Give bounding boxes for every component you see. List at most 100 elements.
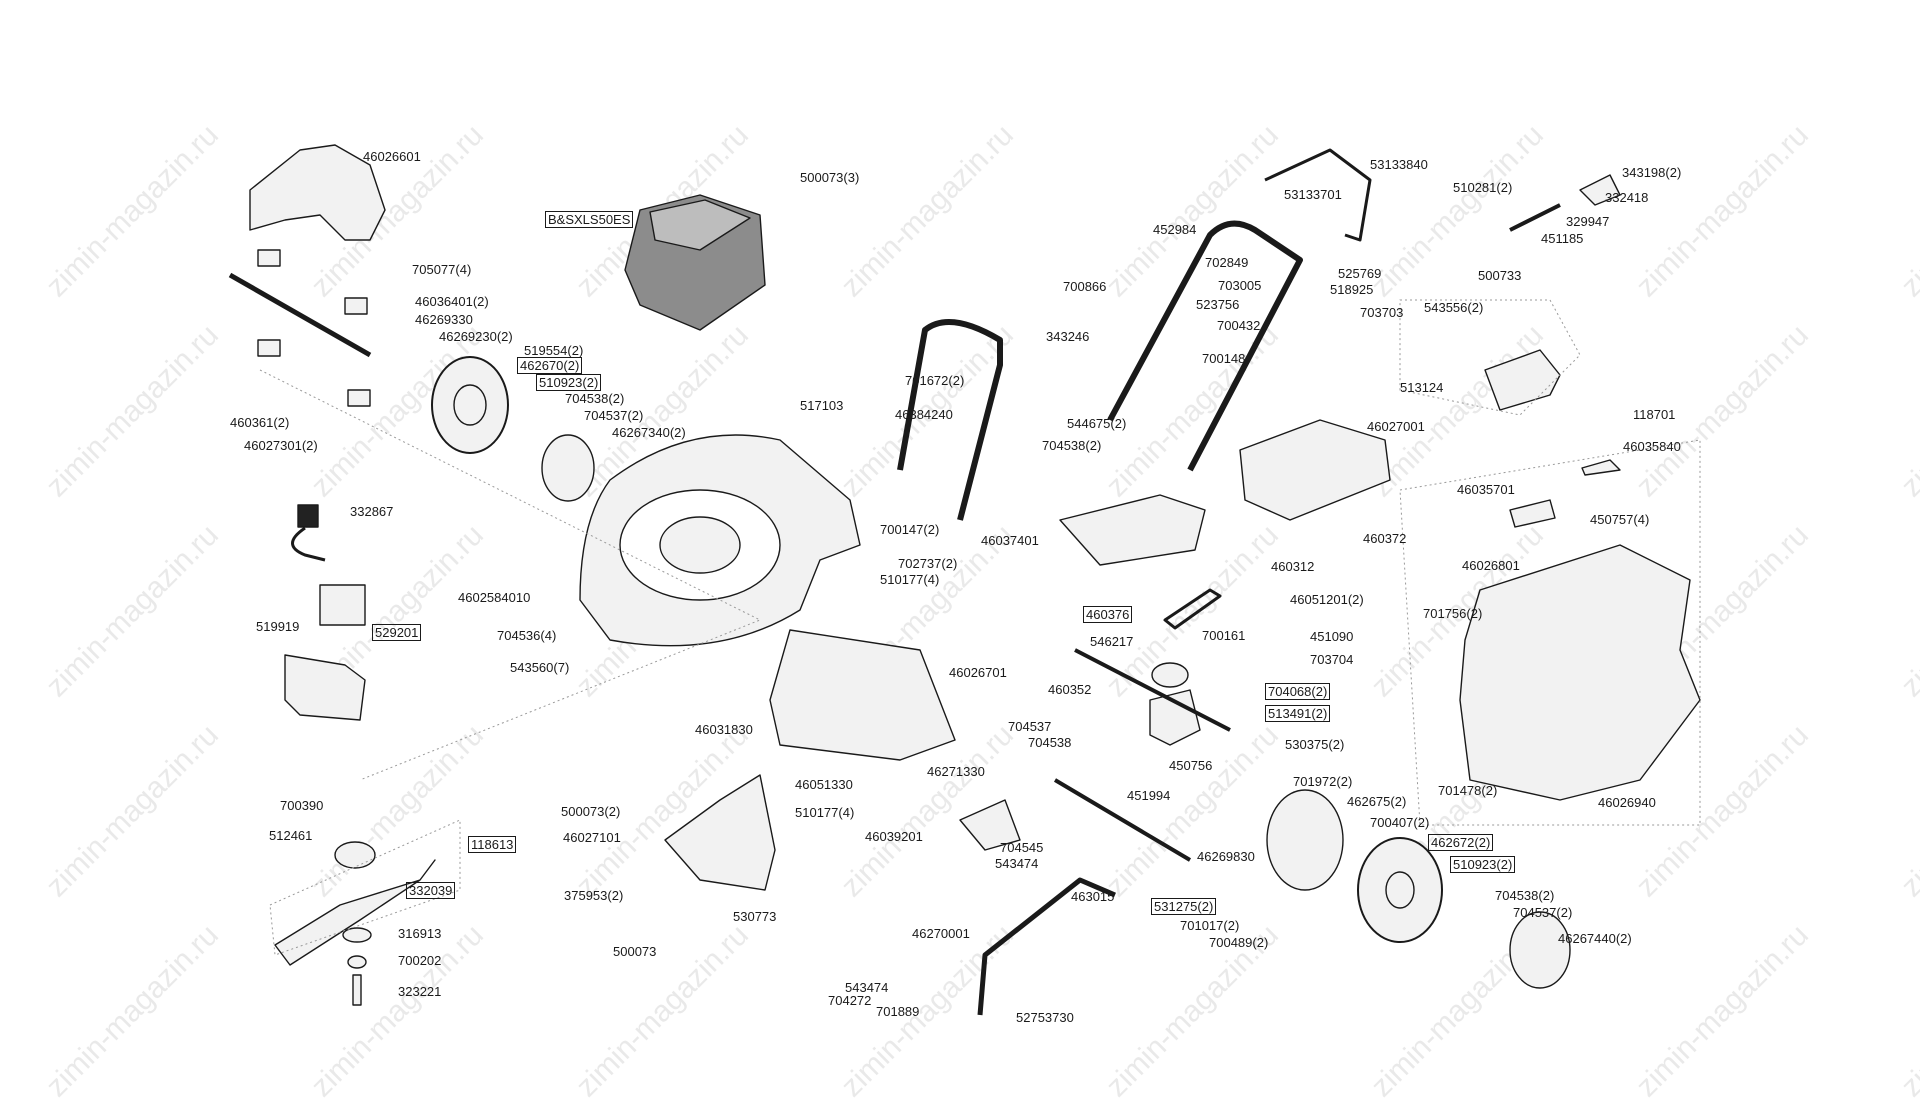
part-label-46026701[interactable]: 46026701	[949, 665, 1007, 680]
part-label-700202[interactable]: 700202	[398, 953, 442, 968]
part-label-engine[interactable]: B&SXLS50ES	[545, 211, 634, 228]
part-label-703704[interactable]: 703704	[1310, 652, 1354, 667]
part-label-701756[interactable]: 701756(2)	[1423, 606, 1483, 621]
part-label-450756[interactable]: 450756	[1169, 758, 1213, 773]
part-label-343246[interactable]: 343246	[1046, 329, 1090, 344]
part-label-701017[interactable]: 701017(2)	[1180, 918, 1240, 933]
part-label-704537c[interactable]: 704537(2)	[1513, 905, 1573, 920]
part-label-329947[interactable]: 329947	[1566, 214, 1610, 229]
part-label-323221[interactable]: 323221	[398, 984, 442, 999]
part-label-701889[interactable]: 701889	[876, 1004, 920, 1019]
part-label-46026601[interactable]: 46026601	[363, 149, 421, 164]
part-label-513124[interactable]: 513124	[1400, 380, 1444, 395]
part-label-700148[interactable]: 700148	[1202, 351, 1246, 366]
part-label-513491[interactable]: 513491(2)	[1265, 705, 1331, 722]
part-label-704068[interactable]: 704068(2)	[1265, 683, 1331, 700]
part-label-4602584010[interactable]: 4602584010	[458, 590, 531, 605]
part-label-46267340[interactable]: 46267340(2)	[612, 425, 686, 440]
part-label-46384240[interactable]: 46384240	[895, 407, 953, 422]
part-label-53133840[interactable]: 53133840	[1370, 157, 1428, 172]
part-label-546217[interactable]: 546217	[1090, 634, 1134, 649]
part-label-530375[interactable]: 530375(2)	[1285, 737, 1345, 752]
part-label-700390[interactable]: 700390	[280, 798, 324, 813]
part-label-518925[interactable]: 518925	[1330, 282, 1374, 297]
part-label-46037401[interactable]: 46037401	[981, 533, 1039, 548]
part-label-701478[interactable]: 701478(2)	[1438, 783, 1498, 798]
part-label-525769[interactable]: 525769	[1338, 266, 1382, 281]
part-label-46027301[interactable]: 46027301(2)	[244, 438, 318, 453]
part-label-702737[interactable]: 702737(2)	[898, 556, 958, 571]
part-label-704537b[interactable]: 704537	[1008, 719, 1052, 734]
part-label-451994[interactable]: 451994	[1127, 788, 1171, 803]
part-label-703703[interactable]: 703703	[1360, 305, 1404, 320]
part-label-52753730[interactable]: 52753730	[1016, 1010, 1074, 1025]
part-label-510177b[interactable]: 510177(4)	[795, 805, 855, 820]
part-label-118613[interactable]: 118613	[468, 836, 517, 853]
part-label-46269330[interactable]: 46269330	[415, 312, 473, 327]
part-label-519919[interactable]: 519919	[256, 619, 300, 634]
part-label-701672[interactable]: 701672(2)	[905, 373, 965, 388]
part-label-46026940[interactable]: 46026940	[1598, 795, 1656, 810]
part-label-46270001[interactable]: 46270001	[912, 926, 970, 941]
part-label-46026801[interactable]: 46026801	[1462, 558, 1520, 573]
part-label-463015[interactable]: 463015	[1071, 889, 1115, 904]
part-label-46051330[interactable]: 46051330	[795, 777, 853, 792]
part-label-700161[interactable]: 700161	[1202, 628, 1246, 643]
part-label-462670[interactable]: 462670(2)	[517, 357, 583, 374]
part-label-705077[interactable]: 705077(4)	[412, 262, 472, 277]
part-label-700147[interactable]: 700147(2)	[880, 522, 940, 537]
part-label-460372[interactable]: 460372	[1363, 531, 1407, 546]
part-label-704538a[interactable]: 704538(2)	[565, 391, 625, 406]
part-label-500073b[interactable]: 500073	[613, 944, 657, 959]
part-label-531275[interactable]: 531275(2)	[1151, 898, 1217, 915]
part-label-460376[interactable]: 460376	[1083, 606, 1133, 623]
part-label-46267440[interactable]: 46267440(2)	[1558, 931, 1632, 946]
part-label-451090[interactable]: 451090	[1310, 629, 1354, 644]
part-label-523756[interactable]: 523756	[1196, 297, 1240, 312]
part-label-700489[interactable]: 700489(2)	[1209, 935, 1269, 950]
part-label-700407[interactable]: 700407(2)	[1370, 815, 1430, 830]
part-label-700866[interactable]: 700866	[1063, 279, 1107, 294]
part-label-46035840[interactable]: 46035840	[1623, 439, 1681, 454]
part-label-543474b[interactable]: 543474	[845, 980, 889, 995]
part-label-46269230[interactable]: 46269230(2)	[439, 329, 513, 344]
part-label-53133701[interactable]: 53133701	[1284, 187, 1342, 202]
part-label-46036401[interactable]: 46036401(2)	[415, 294, 489, 309]
part-label-462675[interactable]: 462675(2)	[1347, 794, 1407, 809]
part-label-543474a[interactable]: 543474	[995, 856, 1039, 871]
part-label-517103[interactable]: 517103	[800, 398, 844, 413]
part-label-704545[interactable]: 704545	[1000, 840, 1044, 855]
part-label-450757[interactable]: 450757(4)	[1590, 512, 1650, 527]
part-label-46271330[interactable]: 46271330	[927, 764, 985, 779]
part-label-46035701[interactable]: 46035701	[1457, 482, 1515, 497]
part-label-704538c[interactable]: 704538	[1028, 735, 1072, 750]
part-label-332039[interactable]: 332039	[406, 882, 456, 899]
part-label-510923a[interactable]: 510923(2)	[536, 374, 602, 391]
part-label-702849[interactable]: 702849	[1205, 255, 1249, 270]
part-label-46269830[interactable]: 46269830	[1197, 849, 1255, 864]
part-label-510281[interactable]: 510281(2)	[1453, 180, 1513, 195]
part-label-375953[interactable]: 375953(2)	[564, 888, 624, 903]
part-label-46051201[interactable]: 46051201(2)	[1290, 592, 1364, 607]
part-label-460352[interactable]: 460352	[1048, 682, 1092, 697]
part-label-529201[interactable]: 529201	[372, 624, 422, 641]
part-label-460361[interactable]: 460361(2)	[230, 415, 290, 430]
part-label-332867[interactable]: 332867	[350, 504, 394, 519]
part-label-500073c[interactable]: 500073(3)	[800, 170, 860, 185]
part-label-332418[interactable]: 332418	[1605, 190, 1649, 205]
part-label-701972[interactable]: 701972(2)	[1293, 774, 1353, 789]
part-label-704272[interactable]: 704272	[828, 993, 872, 1008]
part-label-704536[interactable]: 704536(4)	[497, 628, 557, 643]
part-label-460312[interactable]: 460312	[1271, 559, 1315, 574]
part-label-512461[interactable]: 512461	[269, 828, 313, 843]
part-label-519554[interactable]: 519554(2)	[524, 343, 584, 358]
part-label-543556[interactable]: 543556(2)	[1424, 300, 1484, 315]
part-label-700432[interactable]: 700432	[1217, 318, 1261, 333]
part-label-530773[interactable]: 530773	[733, 909, 777, 924]
part-label-462672[interactable]: 462672(2)	[1428, 834, 1494, 851]
part-label-316913[interactable]: 316913	[398, 926, 442, 941]
part-label-118701[interactable]: 118701	[1633, 407, 1676, 422]
part-label-500733[interactable]: 500733	[1478, 268, 1522, 283]
part-label-510923b[interactable]: 510923(2)	[1450, 856, 1516, 873]
part-label-46039201[interactable]: 46039201	[865, 829, 923, 844]
